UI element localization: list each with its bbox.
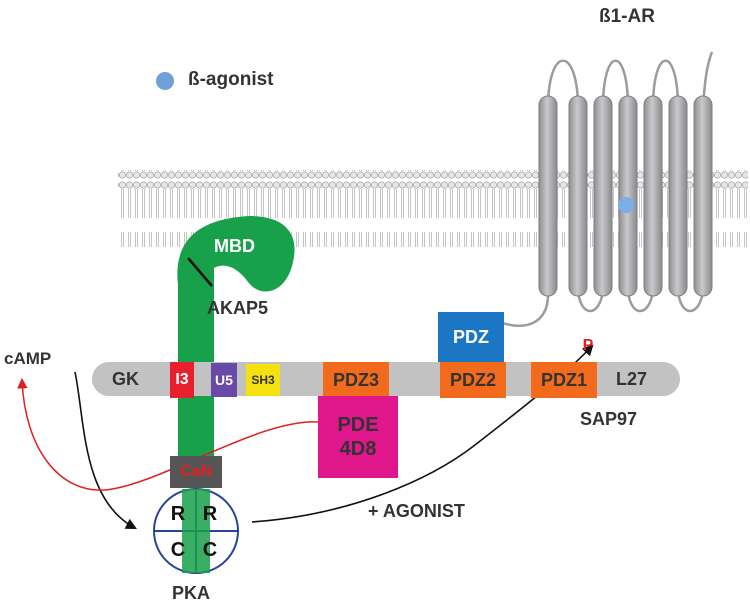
pde-degradation-arrow bbox=[17, 377, 319, 491]
akap5-label: AKAP5 bbox=[207, 298, 269, 318]
sh3-domain: SH3 bbox=[246, 364, 280, 396]
u5-domain: U5 bbox=[211, 363, 237, 397]
phospho-mark: P bbox=[582, 337, 594, 354]
agonist-legend-label: ß-agonist bbox=[188, 69, 274, 90]
pka-anchor-strip bbox=[182, 489, 210, 573]
bound-agonist-dot bbox=[618, 197, 634, 213]
gk-domain: GK bbox=[112, 369, 139, 389]
pka-r-right: R bbox=[202, 502, 218, 525]
pka-r-left: R bbox=[170, 502, 186, 525]
receptor-label: ß1-AR bbox=[599, 6, 655, 27]
can-box bbox=[170, 456, 222, 488]
l27-domain: L27 bbox=[616, 369, 648, 389]
can-label: CaN bbox=[179, 463, 212, 480]
pdz2-domain: PDZ2 bbox=[440, 362, 506, 398]
pde4d8-line1: PDE bbox=[337, 414, 379, 436]
pka-label: PKA bbox=[172, 583, 211, 603]
receptor-pdz-box: PDZ bbox=[438, 312, 504, 362]
pde4d8-line2: 4D8 bbox=[339, 438, 377, 460]
pdz1-domain: PDZ1 bbox=[531, 362, 597, 398]
pka-c-right: C bbox=[202, 538, 218, 561]
camp-label: cAMP bbox=[4, 349, 52, 368]
mbd-divider-line bbox=[187, 257, 213, 287]
pdz3-domain: PDZ3 bbox=[323, 362, 389, 398]
agonist-arrow-label: + AGONIST bbox=[368, 501, 465, 521]
sap97-label: SAP97 bbox=[580, 409, 638, 429]
receptor-helices bbox=[538, 95, 713, 297]
pka-c-left: C bbox=[170, 538, 186, 561]
agonist-legend-dot bbox=[156, 72, 174, 90]
i3-domain: I3 bbox=[170, 362, 194, 398]
camp-arrow bbox=[74, 371, 137, 530]
mbd-label: MBD bbox=[214, 236, 255, 256]
pde4d8-box: PDE 4D8 bbox=[318, 396, 398, 478]
